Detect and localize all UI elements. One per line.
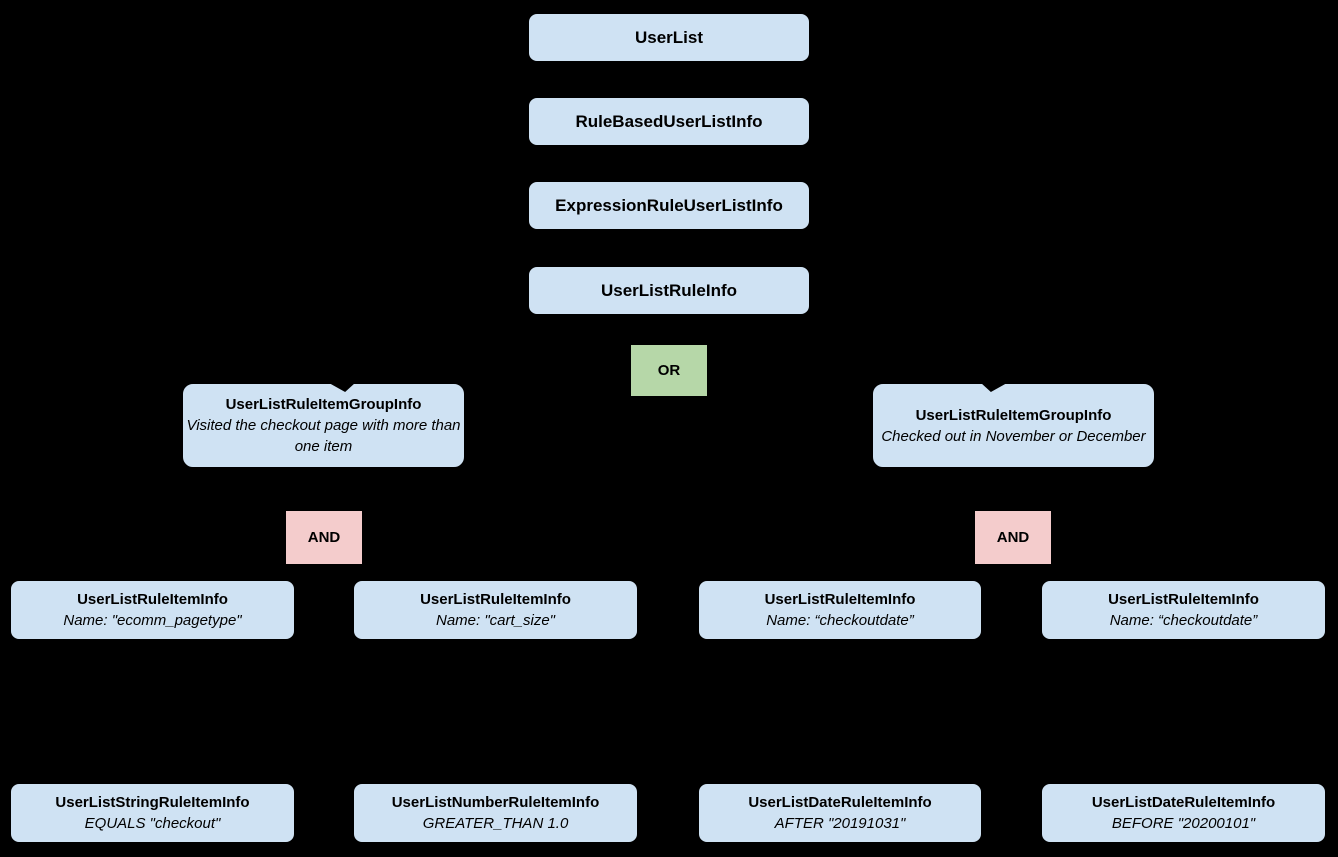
node-numberruleitem: UserListNumberRuleItemInfo GREATER_THAN … (353, 783, 638, 843)
arrowhead-icon (329, 383, 355, 392)
node-ruleitem-ecomm-pagetype: UserListRuleItemInfo Name: "ecomm_pagety… (10, 580, 295, 640)
node-label: UserList (634, 28, 704, 47)
group-title: UserListRuleItemGroupInfo (225, 396, 422, 413)
leaf-title: UserListStringRuleItemInfo (55, 794, 250, 811)
node-ruleitemgroup-left: UserListRuleItemGroupInfo Visited the ch… (182, 383, 465, 468)
leaf-title: UserListNumberRuleItemInfo (391, 794, 600, 811)
node-dateruleitem-before: UserListDateRuleItemInfo BEFORE "2020010… (1041, 783, 1326, 843)
leaf-title: UserListDateRuleItemInfo (1091, 794, 1276, 811)
arrowhead-icon (981, 383, 1007, 392)
and-label: AND (996, 529, 1030, 546)
and-operator-node-right: AND (974, 510, 1052, 565)
group-description: Visited the checkout page with more than… (186, 417, 461, 455)
leaf-subtitle: BEFORE "20200101" (1111, 815, 1256, 832)
node-ruleitem-checkoutdate-1: UserListRuleItemInfo Name: “checkoutdate… (698, 580, 982, 640)
leaf-subtitle: GREATER_THAN 1.0 (422, 815, 569, 832)
node-stringruleitem: UserListStringRuleItemInfo EQUALS "check… (10, 783, 295, 843)
and-label: AND (307, 529, 341, 546)
item-subtitle: Name: "cart_size" (435, 612, 556, 629)
or-operator-node: OR (630, 344, 708, 397)
item-subtitle: Name: "ecomm_pagetype" (63, 612, 242, 629)
node-ruleitem-checkoutdate-2: UserListRuleItemInfo Name: “checkoutdate… (1041, 580, 1326, 640)
group-description: Checked out in November or December (881, 427, 1146, 445)
node-dateruleitem-after: UserListDateRuleItemInfo AFTER "20191031… (698, 783, 982, 843)
item-title: UserListRuleItemInfo (1108, 591, 1259, 608)
node-userlist: UserList (528, 13, 810, 62)
item-subtitle: Name: “checkoutdate” (766, 612, 914, 629)
node-label: ExpressionRuleUserListInfo (555, 196, 783, 215)
group-title: UserListRuleItemGroupInfo (915, 406, 1112, 424)
item-title: UserListRuleItemInfo (77, 591, 228, 608)
item-title: UserListRuleItemInfo (764, 591, 916, 608)
item-subtitle: Name: “checkoutdate” (1109, 612, 1258, 629)
node-expressionruleuserlistinfo: ExpressionRuleUserListInfo (528, 181, 810, 230)
or-label: OR (657, 362, 681, 379)
leaf-title: UserListDateRuleItemInfo (748, 794, 932, 811)
node-label: RuleBasedUserListInfo (575, 112, 763, 131)
item-title: UserListRuleItemInfo (420, 591, 571, 608)
node-rulebaseduserlistinfo: RuleBasedUserListInfo (528, 97, 810, 146)
leaf-subtitle: EQUALS "checkout" (84, 815, 221, 832)
node-label: UserListRuleInfo (600, 281, 738, 300)
leaf-subtitle: AFTER "20191031" (774, 815, 906, 832)
node-ruleitem-cart-size: UserListRuleItemInfo Name: "cart_size" (353, 580, 638, 640)
and-operator-node-left: AND (285, 510, 363, 565)
node-userlistruleinfo: UserListRuleInfo (528, 266, 810, 315)
node-ruleitemgroup-right: UserListRuleItemGroupInfo Checked out in… (872, 383, 1155, 468)
